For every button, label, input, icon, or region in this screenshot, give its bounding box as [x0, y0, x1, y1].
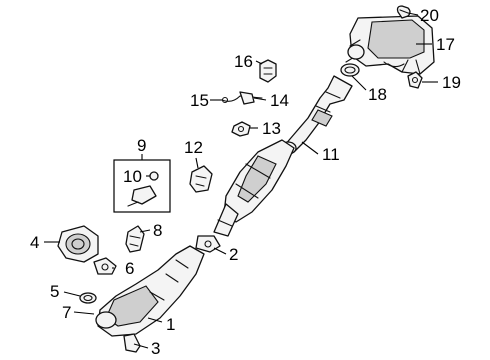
bracket-8: [125, 225, 145, 253]
callout-5: 5: [50, 282, 59, 301]
turbo-outlet-4: [57, 225, 99, 263]
rear-isolator: [407, 71, 423, 89]
callout-18: 18: [368, 85, 387, 104]
leader-3: [133, 343, 149, 349]
leader-2: [213, 247, 227, 255]
leader-7: [73, 311, 95, 315]
callout-17: 17: [436, 35, 455, 54]
leader-18: [351, 75, 367, 91]
callout-7: 7: [62, 303, 71, 322]
hanger-rod-assembly: [221, 91, 263, 105]
leader-1: [147, 317, 163, 323]
callout-4: 4: [30, 233, 39, 252]
callout-9: 9: [137, 136, 146, 155]
oxygen-sensor: [127, 171, 159, 207]
leader-20: [407, 12, 419, 16]
callout-19: 19: [442, 73, 461, 92]
gasket-6: [93, 257, 117, 275]
pipe-clamp-18: [340, 63, 360, 77]
leader-8: [139, 229, 151, 233]
exhaust-hanger-13: [231, 121, 251, 137]
front-catalytic-converter: [95, 245, 205, 337]
callout-13: 13: [262, 119, 281, 138]
bracket-3: [123, 333, 141, 353]
leader-16: [255, 60, 263, 65]
callout-12: 12: [184, 138, 203, 157]
callout-3: 3: [151, 339, 160, 358]
rear-muffler: [345, 15, 435, 75]
callout-6: 6: [125, 259, 134, 278]
leader-5: [63, 291, 81, 297]
callout-20: 20: [420, 6, 439, 25]
callout-10: 10: [123, 167, 142, 186]
leader-14: [253, 97, 267, 101]
bracket-12: [189, 165, 213, 193]
intermediate-pipe: [279, 75, 353, 155]
leader-11: [301, 141, 319, 155]
exhaust-hanger-16: [259, 59, 277, 83]
center-converter: [213, 139, 295, 237]
callout-2: 2: [229, 245, 238, 264]
rear-hanger-clamp: [396, 5, 411, 19]
callout-14: 14: [270, 91, 289, 110]
seal-ring-5: [79, 292, 97, 304]
callout-8: 8: [153, 221, 162, 240]
callout-16: 16: [234, 52, 253, 71]
leader-12: [195, 157, 199, 169]
callout-15: 15: [190, 91, 209, 110]
callout-1: 1: [166, 315, 175, 334]
callout-11: 11: [322, 145, 340, 164]
